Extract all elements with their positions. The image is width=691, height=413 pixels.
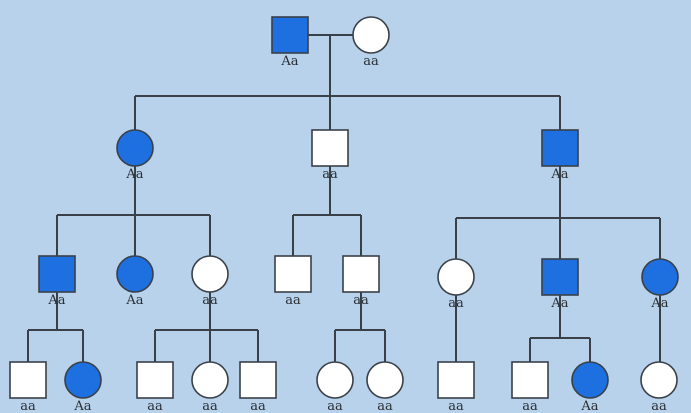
genotype-label: Aa: [580, 399, 598, 413]
individual-iv3: aa: [136, 361, 174, 413]
individual-ii1: Aa: [116, 129, 154, 182]
unaffected-male-square: [274, 255, 312, 293]
genotype-label: aa: [20, 399, 36, 413]
genotype-label: Aa: [280, 54, 298, 69]
affected-male-square: [271, 16, 309, 54]
genotype-label: aa: [353, 293, 369, 308]
individual-ii2: aa: [311, 129, 349, 182]
individual-iv5: aa: [239, 361, 277, 413]
individual-iv6: aa: [316, 361, 354, 413]
affected-female-circle: [116, 129, 154, 167]
individual-iii3: aa: [191, 255, 229, 308]
genotype-label: Aa: [125, 167, 143, 182]
individual-iv4: aa: [191, 361, 229, 413]
genotype-label: aa: [448, 296, 464, 311]
individual-iii7: Aa: [541, 258, 579, 311]
genotype-label: Aa: [650, 296, 668, 311]
genotype-label: aa: [327, 399, 343, 413]
individual-iv11: aa: [640, 361, 678, 413]
unaffected-female-circle: [352, 16, 390, 54]
individual-iii8: Aa: [641, 258, 679, 311]
genotype-label: aa: [522, 399, 538, 413]
individual-iv9: aa: [511, 361, 549, 413]
unaffected-female-circle: [191, 361, 229, 399]
affected-male-square: [541, 258, 579, 296]
genotype-label: Aa: [73, 399, 91, 413]
genotype-label: Aa: [47, 293, 65, 308]
individual-iii1: Aa: [38, 255, 76, 308]
genotype-label: aa: [285, 293, 301, 308]
genotype-label: aa: [377, 399, 393, 413]
affected-female-circle: [116, 255, 154, 293]
individual-iii5: aa: [342, 255, 380, 308]
genotype-label: aa: [147, 399, 163, 413]
genotype-label: aa: [202, 293, 218, 308]
individual-iii2: Aa: [116, 255, 154, 308]
affected-female-circle: [64, 361, 102, 399]
genotype-label: aa: [448, 399, 464, 413]
genotype-label: aa: [250, 399, 266, 413]
individual-ii3: Aa: [541, 129, 579, 182]
affected-female-circle: [641, 258, 679, 296]
unaffected-male-square: [9, 361, 47, 399]
individual-i2: aa: [352, 16, 390, 69]
unaffected-male-square: [511, 361, 549, 399]
genotype-label: aa: [363, 54, 379, 69]
individual-iii4: aa: [274, 255, 312, 308]
individual-iii6: aa: [437, 258, 475, 311]
genotype-label: Aa: [550, 296, 568, 311]
genotype-label: Aa: [125, 293, 143, 308]
unaffected-male-square: [342, 255, 380, 293]
individual-iv7: aa: [366, 361, 404, 413]
unaffected-male-square: [311, 129, 349, 167]
unaffected-female-circle: [366, 361, 404, 399]
affected-male-square: [38, 255, 76, 293]
unaffected-male-square: [437, 361, 475, 399]
genotype-label: aa: [322, 167, 338, 182]
individual-i1: Aa: [271, 16, 309, 69]
unaffected-female-circle: [437, 258, 475, 296]
unaffected-male-square: [239, 361, 277, 399]
unaffected-female-circle: [191, 255, 229, 293]
individual-iv10: Aa: [571, 361, 609, 413]
individual-iv8: aa: [437, 361, 475, 413]
unaffected-female-circle: [640, 361, 678, 399]
individual-iv2: Aa: [64, 361, 102, 413]
genotype-label: Aa: [550, 167, 568, 182]
individual-iv1: aa: [9, 361, 47, 413]
genotype-label: aa: [202, 399, 218, 413]
genotype-label: aa: [651, 399, 667, 413]
pedigree-lines: [27, 34, 661, 362]
unaffected-male-square: [136, 361, 174, 399]
affected-female-circle: [571, 361, 609, 399]
affected-male-square: [541, 129, 579, 167]
unaffected-female-circle: [316, 361, 354, 399]
